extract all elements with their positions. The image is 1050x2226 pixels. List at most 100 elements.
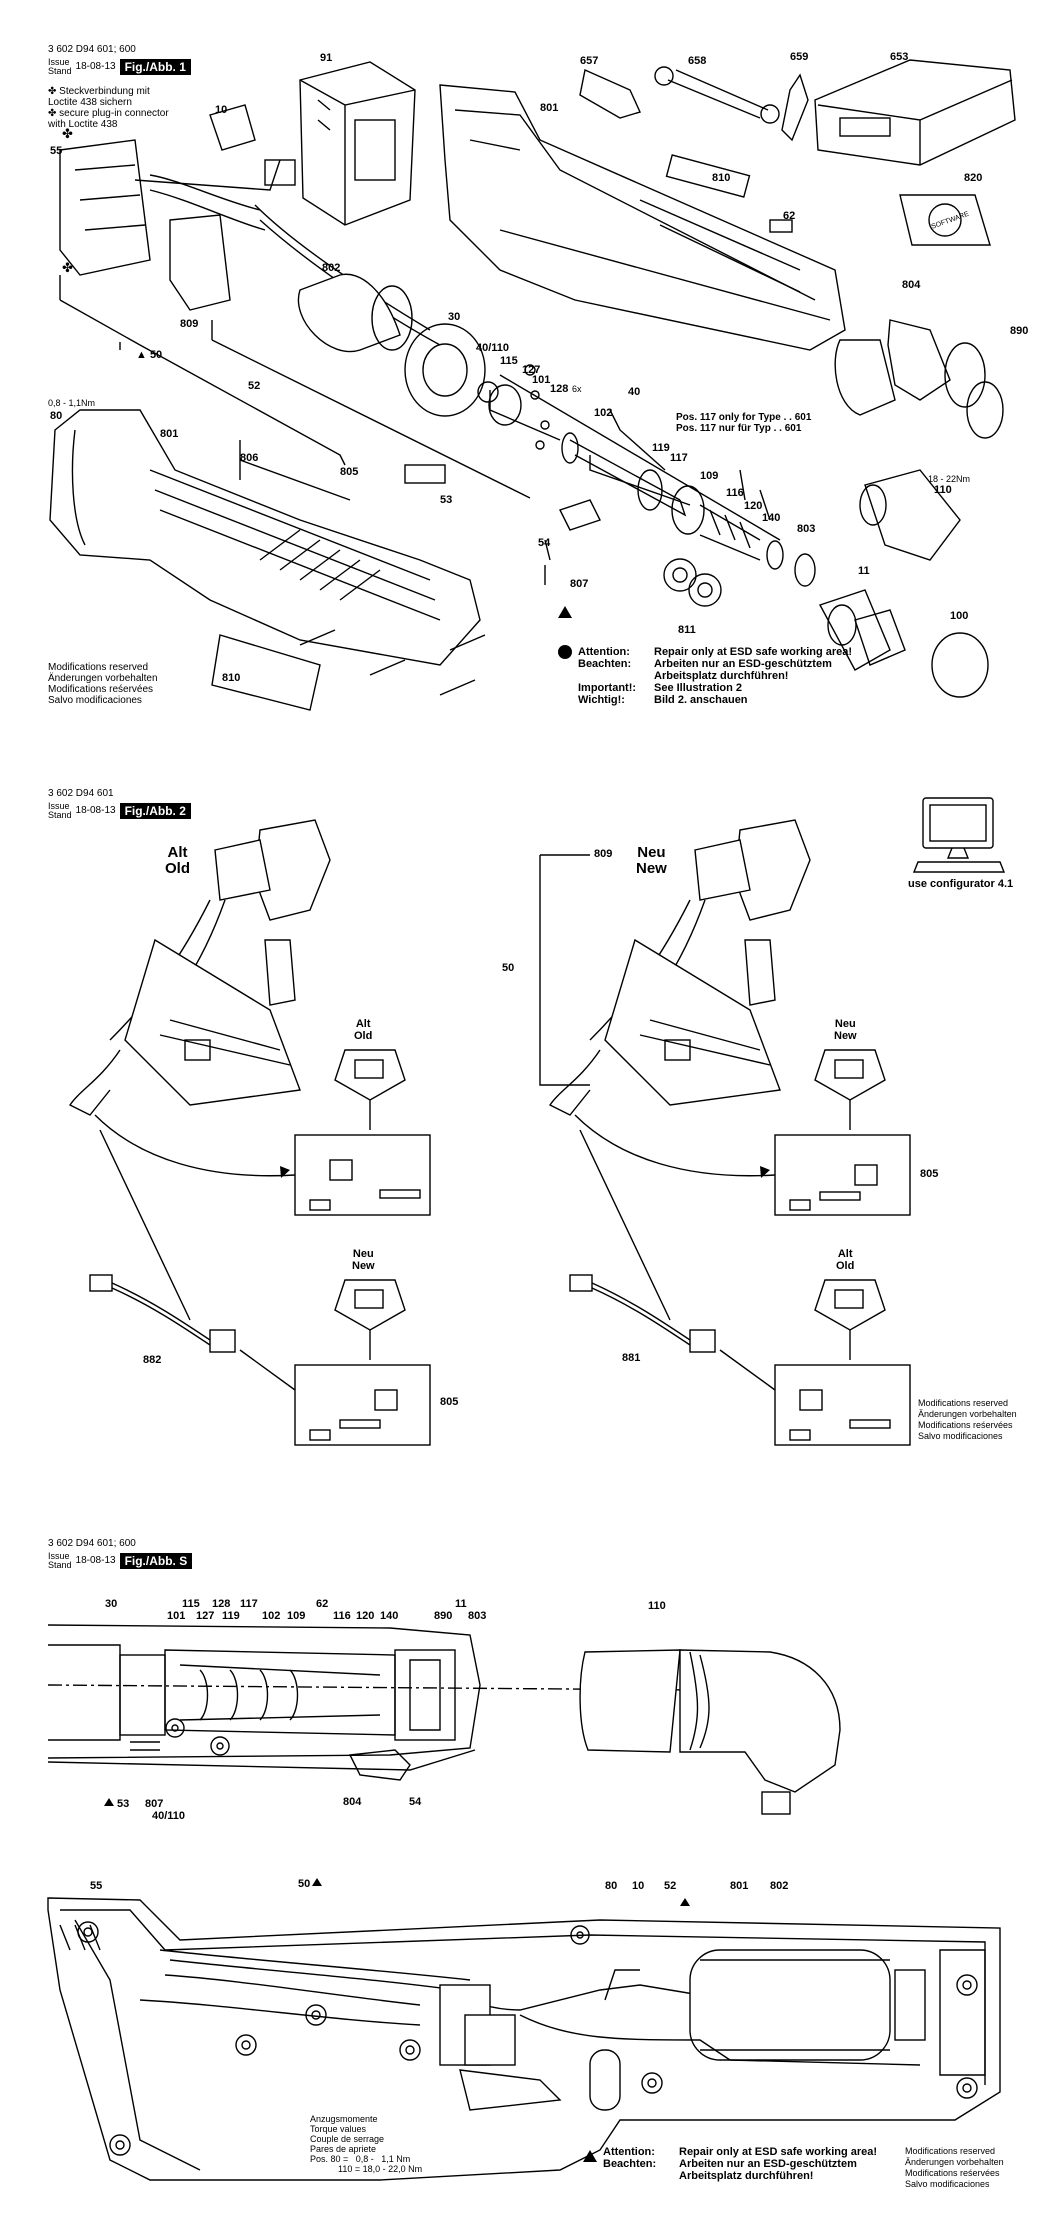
part-128: 128 bbox=[550, 383, 569, 395]
s-part-101: 101 bbox=[167, 1610, 186, 1622]
sheet3-modifications: Modifications reserved Änderungen vorbeh… bbox=[905, 2146, 1004, 2189]
s-part-53: 53 bbox=[117, 1798, 130, 1810]
torque-80: 0,8 - 1,1Nm bbox=[48, 398, 96, 408]
s-part-890: 890 bbox=[434, 1610, 453, 1622]
s-part-55: 55 bbox=[90, 1880, 103, 1892]
exploded-view-drawing: ✤ ✤ SOFTWARE bbox=[49, 59, 1016, 711]
part-809: 809 bbox=[180, 318, 199, 330]
sheet1-date: 18-08-13 bbox=[75, 61, 116, 72]
part-30: 30 bbox=[448, 311, 461, 323]
sheet-fig-1: 3 602 D94 601; 600 Issue Stand 18-08-13 … bbox=[0, 0, 1050, 760]
s-part-54: 54 bbox=[409, 1796, 422, 1808]
part-102: 102 bbox=[594, 407, 613, 419]
part-653: 653 bbox=[890, 51, 909, 63]
part-811: 811 bbox=[678, 624, 696, 636]
sheet2-header: 3 602 D94 601 Issue Stand 18-08-13 Fig./… bbox=[48, 788, 191, 820]
marker-53 bbox=[104, 1798, 114, 1806]
sheet1-issue-label: Issue bbox=[48, 57, 70, 67]
part-801-bottom: 801 bbox=[160, 428, 179, 440]
s-part-802: 802 bbox=[770, 1880, 789, 1892]
part-40-110: 40/110 bbox=[476, 342, 510, 354]
warning-triangle-icon-1 bbox=[558, 606, 572, 618]
part-657: 657 bbox=[580, 55, 599, 67]
part-100: 100 bbox=[950, 610, 969, 622]
s-part-120: 120 bbox=[356, 1610, 375, 1622]
sheet2-modifications: Modifications reserved Änderungen vorbeh… bbox=[918, 1398, 1017, 1441]
s-part-127: 127 bbox=[196, 1610, 215, 1622]
arrow-right-top bbox=[760, 1166, 770, 1178]
sheet1-code: 3 602 D94 601; 600 bbox=[48, 44, 136, 55]
part-11: 11 bbox=[858, 565, 870, 577]
part-50-fig2: 50 bbox=[502, 962, 515, 974]
sheet3-stand-label: Stand bbox=[48, 1560, 72, 1570]
part-91: 91 bbox=[320, 52, 333, 64]
sheet3-date: 18-08-13 bbox=[75, 1555, 116, 1566]
sheet2-issue-label: Issue bbox=[48, 801, 70, 811]
part-801-top: 801 bbox=[540, 102, 559, 114]
pcb-comparison-drawing bbox=[68, 797, 1006, 1446]
part-804: 804 bbox=[902, 279, 921, 291]
s-part-116: 116 bbox=[333, 1610, 351, 1622]
part-55: 55 bbox=[50, 145, 63, 157]
part-803: 803 bbox=[797, 523, 816, 535]
part-62: 62 bbox=[783, 210, 796, 222]
part-10: 10 bbox=[215, 104, 228, 116]
part-806: 806 bbox=[240, 452, 259, 464]
part-805-fig2-b: 805 bbox=[440, 1396, 459, 1408]
s-part-115: 115 bbox=[182, 1598, 200, 1610]
legend-de: ✤ Steckverbindung mit Loctite 438 sicher… bbox=[48, 86, 150, 108]
sheet1-header: 3 602 D94 601; 600 Issue Stand 18-08-13 … bbox=[48, 44, 191, 76]
part-805-fig2-a: 805 bbox=[920, 1168, 939, 1180]
legend-en: ✤ secure plug-in connector with Loctite … bbox=[48, 108, 169, 130]
s-part-803: 803 bbox=[468, 1610, 487, 1622]
s-part-140: 140 bbox=[380, 1610, 399, 1622]
s-part-80: 80 bbox=[605, 1880, 618, 1892]
part-809-fig2: 809 bbox=[594, 848, 613, 860]
part-810-bottom: 810 bbox=[222, 672, 241, 684]
part-52: 52 bbox=[248, 380, 261, 392]
sheet1-modifications: Modifications reserved Änderungen vorbeh… bbox=[48, 662, 158, 706]
sheet3-code: 3 602 D94 601; 600 bbox=[48, 1538, 136, 1549]
sheet2-date: 18-08-13 bbox=[75, 805, 116, 816]
part-101: 101 bbox=[532, 374, 551, 386]
s-part-117: 117 bbox=[240, 1598, 258, 1610]
part-110-top: 110 bbox=[934, 484, 952, 496]
software-label: SOFTWARE bbox=[931, 211, 971, 231]
part-50: ▲ 50 bbox=[136, 349, 163, 361]
part-810-top: 810 bbox=[712, 172, 731, 184]
part-80: 80 bbox=[50, 410, 63, 422]
part-115: 115 bbox=[500, 355, 518, 367]
s-part-804: 804 bbox=[343, 1796, 362, 1808]
svg-text:✤: ✤ bbox=[62, 126, 73, 141]
part-140: 140 bbox=[762, 512, 781, 524]
s-part-30: 30 bbox=[105, 1598, 118, 1610]
sheet2-stand-label: Stand bbox=[48, 810, 72, 820]
part-802: 802 bbox=[322, 262, 341, 274]
marker-50 bbox=[312, 1878, 322, 1886]
sheet3-header: 3 602 D94 601; 600 Issue Stand 18-08-13 … bbox=[48, 1538, 193, 1570]
part-6x: 6x bbox=[572, 384, 582, 394]
part-805: 805 bbox=[340, 466, 359, 478]
part-658: 658 bbox=[688, 55, 707, 67]
s-part-102: 102 bbox=[262, 1610, 281, 1622]
sheet3-warnings: Attention:Repair only at ESD safe workin… bbox=[603, 2146, 878, 2182]
sheet2-code: 3 602 D94 601 bbox=[48, 788, 114, 799]
sheet-fig-2: 3 602 D94 601 Issue Stand 18-08-13 Fig./… bbox=[0, 760, 1050, 1480]
part-119: 119 bbox=[652, 442, 670, 454]
sheet3-issue-label: Issue bbox=[48, 1551, 70, 1561]
part-116: 116 bbox=[726, 487, 744, 499]
sheet-fig-s: 3 602 D94 601; 600 Issue Stand 18-08-13 … bbox=[0, 1480, 1050, 2226]
arrow-left-top bbox=[280, 1166, 290, 1178]
pos117-note: Pos. 117 only for Type . . 601 Pos. 117 … bbox=[676, 412, 812, 434]
important-dot-icon bbox=[558, 645, 572, 659]
s-part-11: 11 bbox=[455, 1598, 467, 1610]
s-part-10: 10 bbox=[632, 1880, 645, 1892]
part-882: 882 bbox=[143, 1354, 162, 1366]
part-109: 109 bbox=[700, 470, 719, 482]
